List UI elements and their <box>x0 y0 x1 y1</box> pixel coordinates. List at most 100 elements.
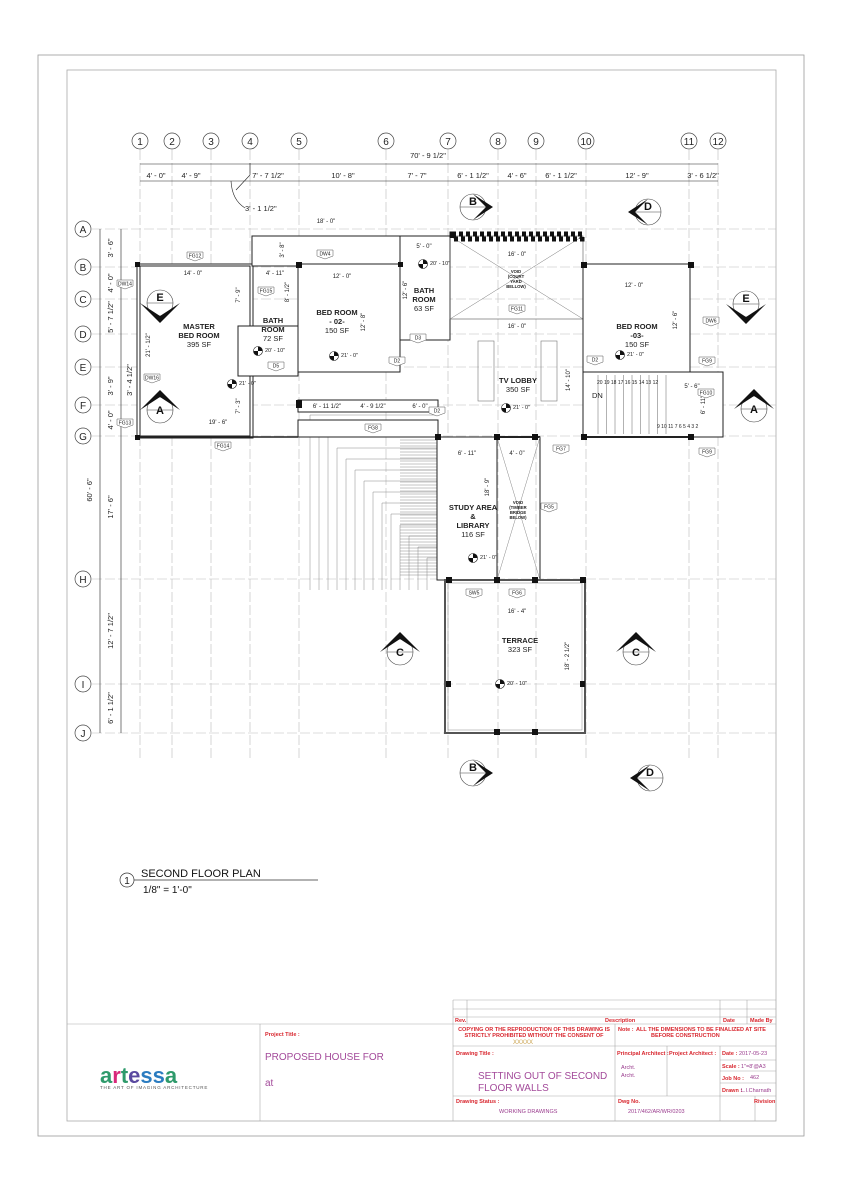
tag-marker <box>552 444 570 455</box>
section-arrow-icon <box>380 632 420 652</box>
room-area: 150 SF <box>625 340 650 349</box>
room-name: ROOM <box>261 325 284 334</box>
grid-column-label: 7 <box>445 137 451 148</box>
stair-tread-line <box>327 436 437 590</box>
wall-bedroom-03 <box>582 263 691 373</box>
spot-level: 21' - 0" <box>480 555 497 561</box>
note-line-1: ALL THE DIMENSIONS TO BE FINALIZED AT SI… <box>636 1027 766 1033</box>
room-name: BED ROOM <box>178 331 219 340</box>
dim: 6' - 0" <box>412 404 427 410</box>
section-label: B <box>469 196 477 208</box>
door-window-tag: FG6 <box>512 591 522 597</box>
room-name: BATH <box>263 316 283 325</box>
tag-marker <box>316 249 334 260</box>
tag-marker <box>508 304 526 315</box>
section-arrow-icon <box>140 390 180 410</box>
door-window-tag: FG9 <box>702 359 712 365</box>
stair-tread-line <box>372 491 437 590</box>
dim: 3' - 8" <box>280 242 286 257</box>
grid-column-label: 5 <box>296 137 302 148</box>
date-value: 2017-05-23 <box>739 1051 767 1057</box>
wall-terrace <box>444 579 586 734</box>
dim: 12' - 0" <box>333 274 352 280</box>
dim: 6' - 11 1/2" <box>313 404 341 410</box>
top-dimensions: 70' - 9 1/2" 4' - 0" 4' - 9" 7' - 7 1/2"… <box>140 151 719 213</box>
grid-bubble <box>74 220 92 238</box>
dim-seg: 6' - 1 1/2" <box>545 171 577 180</box>
dim: 16' - 0" <box>508 252 527 258</box>
section-arrow-icon <box>473 760 493 786</box>
drawing-status-value: WORKING DRAWINGS <box>499 1109 558 1115</box>
section-label: C <box>396 647 404 659</box>
void-label: VOID <box>511 269 521 274</box>
tag-marker <box>465 588 483 599</box>
grid-bubble <box>377 132 395 150</box>
tag-marker <box>388 356 406 367</box>
section-arrow-icon <box>628 199 648 225</box>
dim: 18' - 9" <box>485 478 491 497</box>
dim-seg: 6' - 1 1/2" <box>457 171 489 180</box>
copyright-owner: XXXXX <box>513 1040 533 1046</box>
stair-tread-line <box>318 425 437 590</box>
date-column-label: Date <box>723 1018 735 1024</box>
grid-bubble <box>74 358 92 376</box>
tag-marker <box>257 286 275 297</box>
dim-seg: 4' - 9" <box>181 171 200 180</box>
dim: 4' - 11" <box>266 271 284 277</box>
logo-letter: e <box>128 1063 140 1088</box>
made-by-label: Made By <box>750 1018 774 1024</box>
dim: 8' - 1/2" <box>285 282 291 302</box>
stair-tread-line <box>390 513 437 590</box>
grid-bubble <box>74 290 92 308</box>
grid-bubble <box>163 132 181 150</box>
room-name: ROOM <box>412 295 435 304</box>
grid-bubble <box>74 724 92 742</box>
room-area: 350 SF <box>506 385 531 394</box>
grid-bubble <box>489 132 507 150</box>
principal-architect-label: Principal Architect : <box>617 1051 669 1057</box>
door-window-tag: D2 <box>592 358 599 364</box>
logo-wordmark: artessa <box>100 1063 178 1088</box>
rev-label: Rev. <box>455 1018 467 1024</box>
grid-bubble <box>74 258 92 276</box>
plan-number: 1 <box>124 876 130 887</box>
project-architect-value: Archt. <box>621 1073 636 1079</box>
tag-marker <box>698 356 716 367</box>
door-window-tag: FG5 <box>544 505 554 511</box>
room-area: 116 SF <box>461 530 485 539</box>
section-label: D <box>646 767 654 779</box>
logo-letter: t <box>121 1063 129 1088</box>
stair-tread-line <box>309 414 437 590</box>
grid-bubble <box>74 396 92 414</box>
grid-bubble <box>709 132 727 150</box>
section-label: D <box>644 201 652 213</box>
revision-label: Rivision <box>754 1099 776 1105</box>
dim-seg: 5' - 7 1/2" <box>106 301 115 333</box>
plan-title-text: SECOND FLOOR PLAN <box>141 868 261 880</box>
sheet-border <box>37 54 805 1137</box>
door-window-tag: FG13 <box>119 421 132 427</box>
dim: 12' - 6" <box>673 311 679 330</box>
grid-row-label: I <box>82 680 85 691</box>
tag-marker <box>116 279 134 290</box>
spot-level: 21' - 0" <box>239 381 256 387</box>
door-window-tag: FG8 <box>368 426 378 432</box>
dim: 16' - 0" <box>508 324 527 330</box>
room-name: -03- <box>630 331 644 340</box>
drawn-value: L.I.Charnath <box>741 1088 771 1094</box>
dim-seg: 12' - 7 1/2" <box>106 613 115 649</box>
dim: 21' - 1/2" <box>146 333 152 357</box>
spot-level: 20' - 10" <box>430 261 450 267</box>
dim-seg: 17' - 6" <box>106 495 115 519</box>
door-window-tag: FG11 <box>511 307 523 313</box>
section-arrow-icon <box>630 765 650 791</box>
spot-level: 20' - 10" <box>507 681 527 687</box>
tag-marker <box>143 373 161 384</box>
dim-seg: 10' - 8" <box>331 171 355 180</box>
description-label: Description <box>605 1018 636 1024</box>
grid-row-label: J <box>81 729 86 740</box>
room-area: 63 SF <box>414 304 434 313</box>
stair-tread-line <box>345 458 437 590</box>
grid-bubble <box>290 132 308 150</box>
